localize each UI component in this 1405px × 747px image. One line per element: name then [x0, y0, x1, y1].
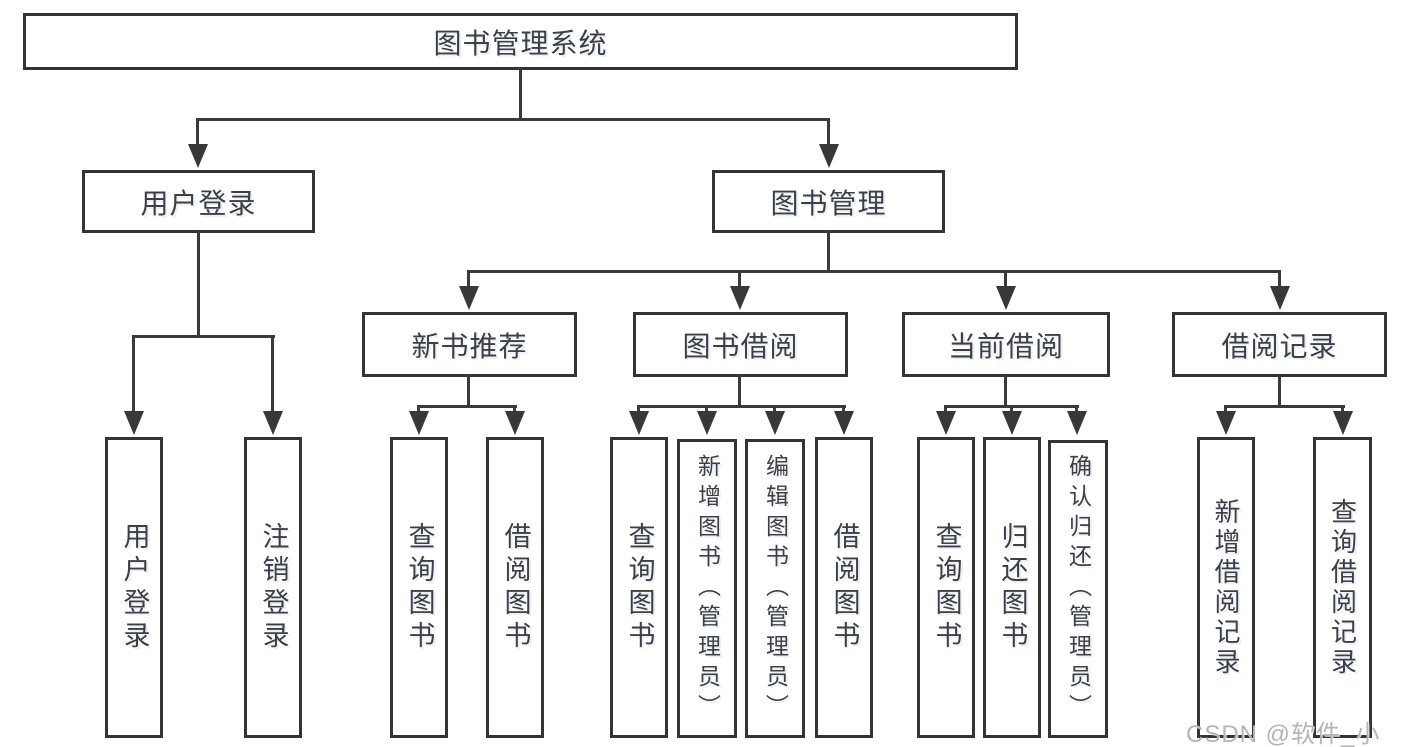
- leaf-label: 编辑图书（管理员）: [762, 453, 789, 724]
- leaf-label: 借阅图书: [829, 521, 860, 654]
- leaf-query-borrow-record: 查询借阅记录: [1313, 437, 1372, 738]
- leaf-label: 查询图书: [404, 521, 435, 654]
- arrow-down-icon: [505, 411, 525, 435]
- connector-h: [467, 270, 1281, 273]
- node-book-borrowing: 图书借阅: [633, 312, 848, 377]
- connector-v: [271, 335, 274, 415]
- leaf-user-login: 用户登录: [105, 437, 163, 738]
- leaf-label: 注销登录: [258, 521, 289, 654]
- leaf-label: 新增借阅记录: [1211, 497, 1241, 678]
- arrow-down-icon: [409, 411, 429, 435]
- leaf-label: 借阅图书: [500, 521, 531, 654]
- node-borrowing-records: 借阅记录: [1172, 312, 1387, 377]
- node-label: 图书管理: [770, 187, 887, 219]
- leaf-query-books-2: 查询图书: [610, 437, 668, 738]
- leaf-add-borrow-record: 新增借阅记录: [1197, 437, 1255, 738]
- leaf-query-books-1: 查询图书: [390, 437, 448, 738]
- leaf-return-books: 归还图书: [983, 437, 1041, 738]
- connector-v: [738, 375, 741, 408]
- connector-v: [467, 375, 470, 408]
- connector-h: [638, 405, 846, 408]
- arrow-down-icon: [765, 411, 785, 435]
- leaf-label: 用户登录: [119, 521, 150, 654]
- node-label: 新书推荐: [411, 330, 528, 362]
- arrow-down-icon: [1216, 411, 1236, 435]
- leaf-borrow-books-1: 借阅图书: [486, 437, 544, 738]
- leaf-logout: 注销登录: [244, 437, 302, 738]
- leaf-label: 确认归还（管理员）: [1065, 454, 1092, 724]
- node-new-book-recommend: 新书推荐: [362, 312, 577, 377]
- node-book-management: 图书管理: [712, 170, 945, 233]
- connector-v: [1004, 270, 1007, 288]
- node-library-system: 图书管理系统: [23, 13, 1018, 70]
- node-label: 图书借阅: [682, 330, 799, 362]
- connector-v: [827, 118, 830, 148]
- leaf-label: 归还图书: [997, 521, 1028, 654]
- leaf-label: 查询图书: [624, 521, 655, 654]
- node-label: 当前借阅: [947, 330, 1064, 362]
- connector-v: [1278, 375, 1281, 408]
- leaf-query-books-3: 查询图书: [917, 437, 975, 738]
- watermark-text: CSDN @软件_小贺同学: [1186, 721, 1381, 747]
- arrow-down-icon: [629, 411, 649, 435]
- connector-v: [827, 231, 830, 272]
- arrow-down-icon: [1067, 411, 1087, 435]
- arrow-down-icon: [730, 286, 750, 310]
- node-current-borrowing: 当前借阅: [902, 312, 1110, 377]
- arrow-down-icon: [936, 411, 956, 435]
- connector-v: [519, 68, 522, 120]
- arrow-down-icon: [1333, 411, 1353, 435]
- node-user-login: 用户登录: [82, 170, 315, 233]
- leaf-borrow-books-2: 借阅图书: [815, 437, 873, 738]
- arrow-down-icon: [819, 144, 839, 168]
- connector-v: [1004, 375, 1007, 408]
- arrow-down-icon: [834, 411, 854, 435]
- connector-v: [196, 118, 199, 148]
- node-label: 用户登录: [140, 187, 257, 219]
- arrow-down-icon: [124, 411, 144, 435]
- connector-h: [197, 118, 830, 121]
- leaf-label: 新增图书（管理员）: [694, 453, 721, 724]
- leaf-label: 查询图书: [931, 521, 962, 654]
- leaf-confirm-return-admin: 确认归还（管理员）: [1048, 440, 1108, 738]
- connector-h: [1225, 405, 1345, 408]
- connector-v: [1278, 270, 1281, 288]
- arrow-down-icon: [996, 286, 1016, 310]
- arrow-down-icon: [188, 144, 208, 168]
- connector-v: [132, 335, 135, 415]
- connector-v: [738, 270, 741, 288]
- leaf-edit-books-admin: 编辑图书（管理员）: [745, 439, 805, 738]
- connector-v: [197, 231, 200, 337]
- arrow-down-icon: [1002, 411, 1022, 435]
- node-label: 图书管理系统: [433, 27, 608, 59]
- connector-v: [467, 270, 470, 288]
- arrow-down-icon: [263, 411, 283, 435]
- leaf-label: 查询借阅记录: [1327, 497, 1358, 678]
- arrow-down-icon: [1270, 286, 1290, 310]
- leaf-add-books-admin: 新增图书（管理员）: [677, 439, 737, 738]
- arrow-down-icon: [459, 286, 479, 310]
- arrow-down-icon: [697, 411, 717, 435]
- connector-h: [133, 335, 275, 338]
- node-label: 借阅记录: [1221, 330, 1338, 362]
- connector-h: [418, 405, 517, 408]
